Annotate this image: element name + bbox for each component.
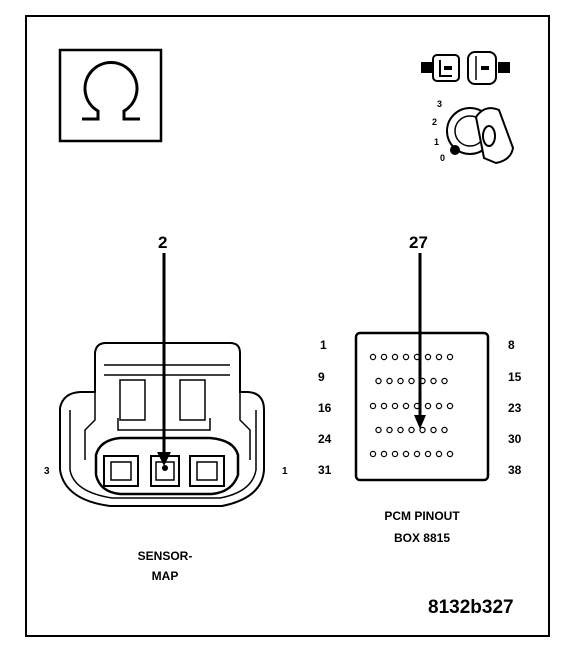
pcm-row2-left: 9 [318, 370, 325, 384]
pcm-row3-left: 16 [318, 401, 332, 415]
pcm-row1-left: 1 [320, 338, 327, 352]
pcm-pin-dot [369, 402, 377, 410]
pcm-pin-dot [369, 353, 377, 361]
pcm-pin-dot [391, 450, 399, 458]
pcm-pin-dot [408, 426, 415, 434]
ignition-position-1: 1 [434, 137, 440, 147]
pcm-pin-dot [375, 426, 382, 434]
callout-pin-27-arrow [414, 253, 426, 429]
pcm-callout-pin: 27 [409, 233, 428, 252]
pcm-pin-dot [391, 353, 399, 361]
pcm-pin-dot [402, 353, 410, 361]
ohmmeter-icon [58, 48, 163, 143]
pcm-pin-dot [386, 377, 393, 385]
pcm-pin-dot [441, 377, 448, 385]
pcm-pin-dots [369, 353, 454, 458]
pcm-caption-line1: PCM PINOUT [384, 509, 460, 523]
connector-pin-left-label: 3 [44, 466, 50, 477]
pcm-row4-right: 30 [508, 432, 522, 446]
pcm-pin-dot [413, 450, 421, 458]
connector-name-line2: MAP [151, 569, 179, 583]
pcm-pin-dot [386, 426, 393, 434]
pcm-row5-right: 38 [508, 463, 522, 477]
pcm-pin-dot [435, 402, 443, 410]
ignition-position-0: 0 [440, 153, 446, 163]
connector-name-line1: SENSOR- [137, 549, 193, 563]
pcm-row3-right: 23 [508, 401, 522, 415]
pcm-row4-left: 24 [318, 432, 332, 446]
connector-disconnected-icon [421, 51, 510, 85]
sensor-map-connector [59, 342, 265, 507]
pcm-pin-dot [446, 450, 454, 458]
ignition-position-3: 3 [437, 99, 443, 109]
figure-id: 8132b327 [428, 597, 514, 618]
pcm-pin-dot [397, 377, 404, 385]
pcm-pin-dot [402, 450, 410, 458]
pcm-pin-dot [430, 426, 437, 434]
pcm-pin-dot [375, 377, 382, 385]
pcm-pinout-box [354, 331, 490, 482]
pcm-pin-dot [380, 402, 388, 410]
ignition-position-2: 2 [432, 117, 438, 127]
pcm-caption-line2: BOX 8815 [393, 531, 451, 545]
pcm-row1-right: 8 [508, 338, 515, 352]
pcm-pin-dot [397, 426, 404, 434]
pcm-pin-dot [424, 402, 432, 410]
pcm-pin-dot [380, 450, 388, 458]
connector-pin-right-label: 1 [282, 466, 288, 477]
pcm-pin-dot [419, 426, 426, 434]
pcm-pin-dot [446, 353, 454, 361]
pcm-pin-dot [441, 426, 448, 434]
pcm-pin-dot [391, 402, 399, 410]
pcm-pin-dot [369, 450, 377, 458]
diagram-frame [25, 15, 550, 637]
pcm-row2-right: 15 [508, 370, 522, 384]
connector-callout-pin: 2 [158, 233, 168, 252]
pcm-pin-dot [402, 402, 410, 410]
pcm-pin-dot [435, 353, 443, 361]
pcm-pin-dot [408, 377, 415, 385]
callout-pin-2-arrow [157, 253, 171, 466]
pcm-pin-dot [424, 450, 432, 458]
ignition-key-off-icon [446, 107, 515, 165]
pcm-pin-dot [430, 377, 437, 385]
pcm-pin-dot [446, 402, 454, 410]
pcm-pin-dot [424, 353, 432, 361]
pcm-pin-dot [380, 353, 388, 361]
pcm-row5-left: 31 [318, 463, 332, 477]
pcm-pin-dot [435, 450, 443, 458]
